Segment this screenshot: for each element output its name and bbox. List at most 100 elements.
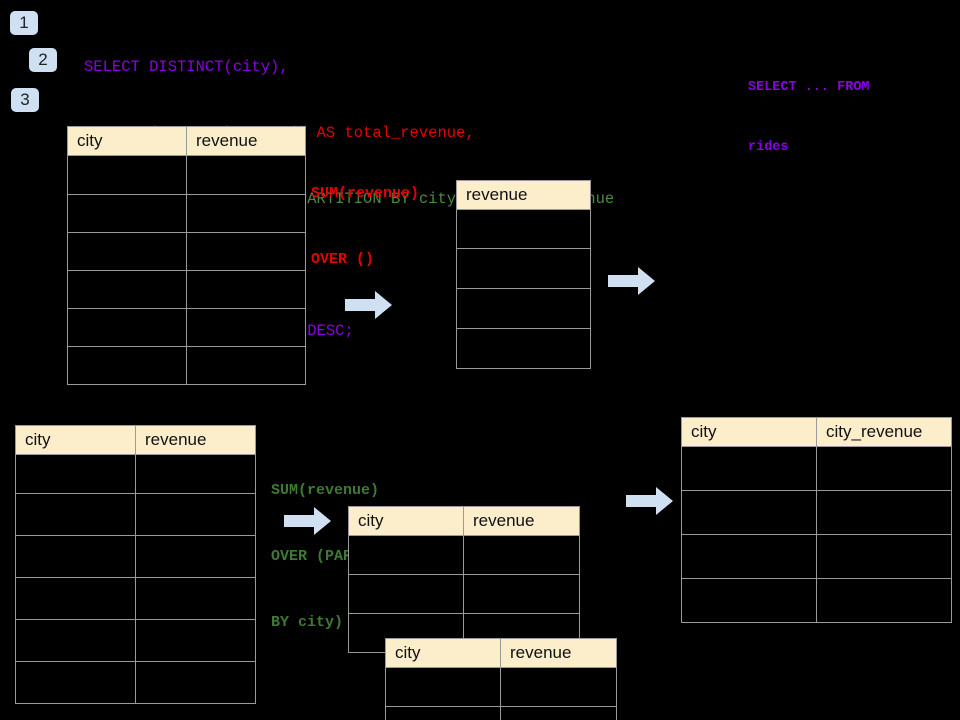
table-total-revenue-result: revenue — [456, 180, 591, 369]
column-header-revenue: revenue — [500, 638, 617, 668]
side-note-line-2: rides — [748, 140, 789, 155]
table-cell — [67, 308, 187, 347]
table-cell — [135, 454, 256, 494]
arrow-to-partition — [284, 506, 331, 536]
table-cell — [681, 534, 817, 579]
table-cell — [456, 248, 591, 289]
column-header-revenue: revenue — [456, 180, 591, 210]
annotation-total-revenue-line-1: SUM(revenue) — [311, 185, 420, 202]
table-cell — [681, 578, 817, 623]
table-cell — [67, 155, 187, 195]
column-header-city: city — [15, 425, 136, 455]
table-row — [385, 667, 617, 707]
side-note-select-from-rides: SELECT ... FROM rides — [748, 38, 870, 198]
table-row — [15, 493, 256, 536]
column-header-revenue: revenue — [186, 126, 306, 156]
column-header-revenue: revenue — [463, 506, 580, 536]
table-row — [681, 446, 952, 491]
table-rides-source-bottom: city revenue — [15, 425, 256, 704]
arrow-total-revenue-out — [608, 266, 655, 296]
table-row — [385, 706, 617, 720]
table-cell — [135, 493, 256, 536]
table-cell — [186, 346, 306, 385]
table-row — [67, 155, 306, 195]
table-cell — [67, 270, 187, 309]
table-partition-front: city revenue — [385, 638, 617, 720]
table-row — [15, 454, 256, 494]
table-row — [15, 535, 256, 578]
column-header-revenue: revenue — [135, 425, 256, 455]
table-row — [348, 535, 580, 575]
table-row — [67, 346, 306, 385]
table-cell — [135, 577, 256, 620]
table-cell — [816, 490, 952, 535]
table-cell — [186, 270, 306, 309]
table-cell — [456, 328, 591, 369]
table-cell — [186, 194, 306, 233]
table-cell — [15, 619, 136, 662]
table-cell — [385, 667, 501, 707]
step-badge-3: 3 — [11, 88, 39, 112]
table-cell — [348, 535, 464, 575]
table-row — [456, 288, 591, 329]
table-cell — [456, 209, 591, 249]
table-cell — [681, 490, 817, 535]
table-header-row: city revenue — [67, 126, 306, 156]
table-row — [456, 248, 591, 289]
table-row — [456, 328, 591, 369]
column-header-city: city — [67, 126, 187, 156]
table-cell — [135, 661, 256, 704]
table-cell — [463, 535, 580, 575]
table-row — [67, 308, 306, 347]
table-partition-back: city revenue — [348, 506, 580, 653]
table-cell — [135, 535, 256, 578]
table-cell — [186, 308, 306, 347]
annotation-total-revenue: SUM(revenue) OVER () — [311, 139, 419, 315]
table-header-row: city revenue — [385, 638, 617, 668]
table-cell — [681, 446, 817, 491]
table-final-result: city city_revenue — [681, 417, 952, 623]
annotation-city-revenue-line-1: SUM(revenue) — [271, 482, 380, 499]
table-cell — [385, 706, 501, 720]
column-header-city: city — [348, 506, 464, 536]
table-row — [15, 661, 256, 704]
table-cell — [15, 454, 136, 494]
table-header-row: revenue — [456, 180, 591, 210]
table-row — [681, 578, 952, 623]
table-row — [67, 232, 306, 271]
column-header-city: city — [385, 638, 501, 668]
table-cell — [500, 706, 617, 720]
table-rides-source-top: city revenue — [67, 126, 306, 385]
table-cell — [186, 232, 306, 271]
table-row — [67, 270, 306, 309]
table-row — [456, 209, 591, 249]
table-cell — [816, 534, 952, 579]
table-row — [348, 574, 580, 614]
table-cell — [463, 574, 580, 614]
table-cell — [15, 493, 136, 536]
step-badge-2: 2 — [29, 48, 57, 72]
table-cell — [816, 446, 952, 491]
table-cell — [348, 574, 464, 614]
table-row — [681, 534, 952, 579]
column-header-city-revenue: city_revenue — [816, 417, 952, 447]
table-cell — [67, 346, 187, 385]
table-cell — [456, 288, 591, 329]
table-cell — [67, 194, 187, 233]
table-row — [681, 490, 952, 535]
table-cell — [15, 661, 136, 704]
column-header-city: city — [681, 417, 817, 447]
table-row — [67, 194, 306, 233]
table-header-row: city city_revenue — [681, 417, 952, 447]
annotation-total-revenue-line-2: OVER () — [311, 251, 375, 268]
table-cell — [15, 577, 136, 620]
annotation-city-revenue-line-3: BY city) — [271, 614, 344, 631]
side-note-line-1: SELECT ... FROM — [748, 80, 870, 95]
table-cell — [186, 155, 306, 195]
table-header-row: city revenue — [348, 506, 580, 536]
arrow-to-total-revenue — [345, 290, 392, 320]
table-row — [15, 619, 256, 662]
table-cell — [816, 578, 952, 623]
table-row — [15, 577, 256, 620]
